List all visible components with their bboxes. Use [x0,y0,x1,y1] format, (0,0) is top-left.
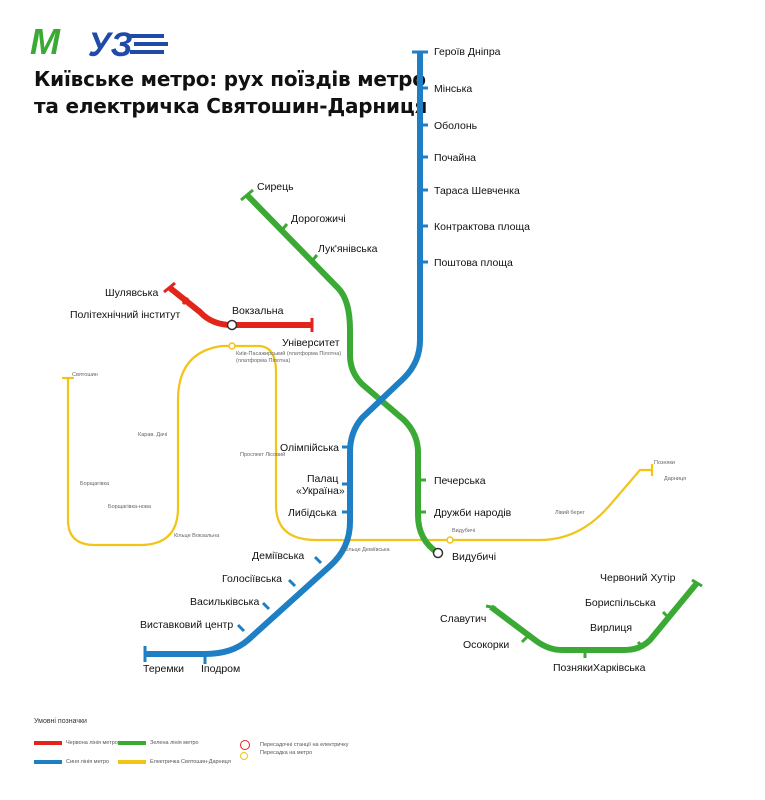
transfer-vydubychi-yellow[interactable] [446,536,454,544]
legend-transfer-icon [240,740,250,750]
svg-text:УЗ: УЗ [88,26,133,62]
yellow-prospekt: Проспект Лісовий [240,451,285,458]
red-station-tick [181,297,190,305]
transfer-vokzalna[interactable] [226,319,238,331]
station-shuliavska: Шулявська [105,287,158,299]
title-line-2: та електричка Святошин-Дарниця [34,94,428,118]
yellow-livyi-bereh: Лівий берег [555,509,585,516]
green-east-line [489,581,700,653]
legend-transfer-icon-yellow [240,752,248,760]
metro-logo: M [30,21,78,63]
legend-green-label: Зелена лінія метро [150,740,199,746]
yellow-kilce-vokzalna: Кільце Вокзальна [174,533,220,539]
blue-line [145,52,423,657]
legend-blue-swatch [34,760,62,764]
red-line-end-left [163,281,176,294]
legend-transfer-label: Пересадочні станції на електричку [260,742,349,748]
yellow-borshchahivka: Борщагівка [80,481,110,487]
legend-blue-label: Синя лінія метро [66,759,110,765]
station-pochaina: Почайна [434,152,476,164]
legend-red-swatch [34,741,62,745]
page-title: Київське метро: рух поїздів метро та еле… [34,66,427,120]
green-line [244,192,440,556]
yellow-vydubychi: Видубичі [452,528,475,534]
station-dorohozhychi: Дорогожичі [291,213,346,225]
station-demiivska: Деміївська [252,550,304,562]
blue-station-ticks [236,86,428,633]
legend-transfer-note: Пересадка на метро [260,750,313,756]
station-kontraktova: Контрактова площа [434,221,530,233]
uz-logo: УЗ [88,26,178,67]
yellow-kilce-demiivska: Кільце Деміївська [344,547,390,553]
station-lybidska: Либідська [288,507,337,519]
station-kharkivska: Харківська [593,662,646,674]
station-olimpiiska: Олімпійська [280,442,339,454]
station-teremky: Теремки [143,663,184,675]
station-druzhby-narodiv: Дружби народів [434,507,512,519]
station-ukraina: «Україна» [296,485,345,497]
legend-title: Умовні позначки [34,718,87,725]
yellow-pozniaky: Позняки [654,460,675,466]
station-pecherska: Печерська [434,475,486,487]
station-poshtova: Поштова площа [434,257,513,269]
legend-yellow-swatch [118,760,146,764]
green-station-ticks [280,223,671,658]
legend-red-label: Червона лінія метро [66,740,118,746]
station-obolon: Оболонь [434,120,478,132]
station-vyrlytsia: Вирлиця [590,622,632,634]
station-osokorky: Осокорки [463,639,509,651]
yellow-note: (платформа Пілотна) [236,358,290,364]
station-lukianivska: Лук'янівська [318,243,378,255]
station-boryspilska: Бориспільська [585,597,656,609]
station-vokzalna: Вокзальна [232,305,284,317]
station-syrets: Сирець [257,181,294,193]
station-minska: Мінська [434,83,472,95]
green-line-end [240,188,254,202]
station-universytet: Університет [282,337,340,349]
station-vasylkivska: Васильківська [190,596,259,608]
station-heroiv-dnipra: Героїв Дніпра [434,46,501,58]
station-tarasa-shevchenka: Тараса Шевченка [434,185,520,197]
yellow-karav-dachi: Карав. Дачі [138,432,167,438]
station-politekhnichnyi: Політехнічний інститут [70,309,180,321]
station-vystavkovyi: Виставковий центр [140,619,233,631]
yellow-darnytsia: Дарниця [664,476,686,482]
station-slavutych: Славутич [440,613,486,625]
yellow-borshchahivka-nova: Борщагівка-нова [108,504,152,510]
station-holosiivska: Голосіївська [222,573,282,585]
green-east-end-b [691,578,703,588]
transfer-kyiv-pas[interactable] [228,342,236,350]
transfer-vydubychi[interactable] [432,547,444,559]
station-chervonyi-khutir: Червоний Хутір [600,572,676,584]
station-vydubychi: Видубичі [452,551,496,563]
yellow-kyiv-pas: Київ-Пасажирський (платформа Пілотна) [236,350,341,357]
yellow-svyatoshyn: Святошин [72,372,98,378]
legend-green-swatch [118,741,146,745]
station-ipodrom: Іподром [201,663,240,675]
yellow-line [66,344,652,547]
green-east-end-a [485,604,497,610]
title-line-1: Київське метро: рух поїздів метро [34,67,426,91]
station-palats: Палац [307,473,338,485]
station-pozniaky: Позняки [553,662,593,674]
svg-text:M: M [30,26,61,58]
legend-yellow-label: Електричка Святошин-Дарниця [150,759,231,765]
